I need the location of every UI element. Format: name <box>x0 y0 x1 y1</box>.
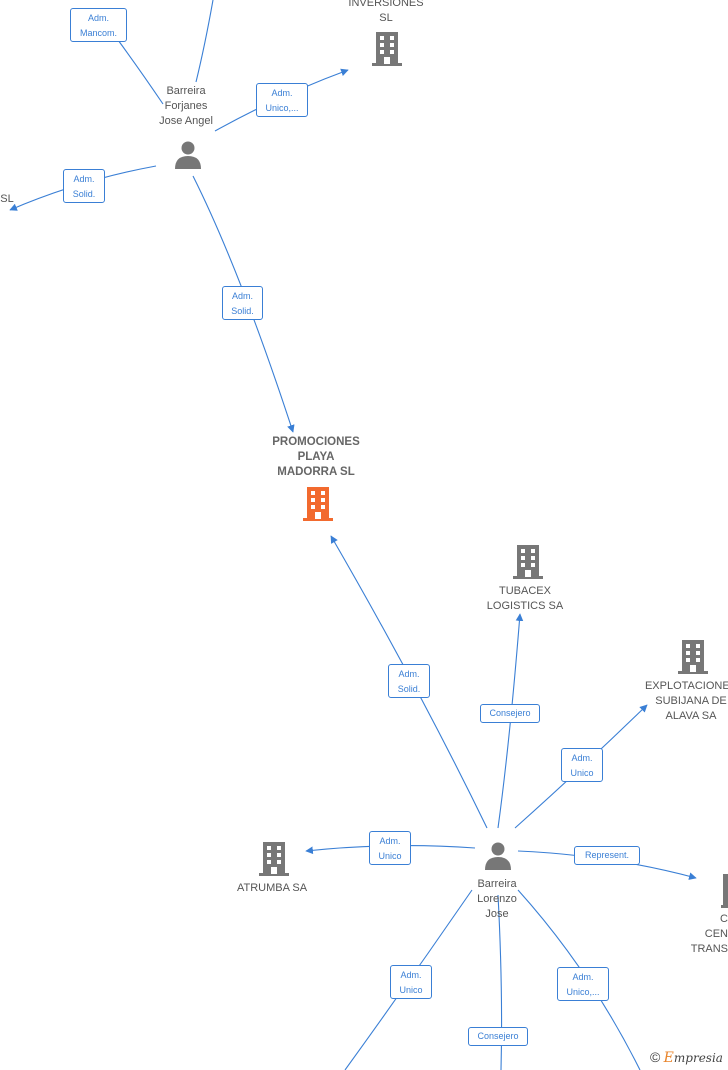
building-icon[interactable] <box>371 32 403 66</box>
relation-label-mancom[interactable]: Adm. Mancom. <box>70 8 127 42</box>
edge-lorenzo-tubacex <box>497 613 524 829</box>
node-explotaciones-label[interactable]: EXPLOTACIONES SUBIJANA DE ALAVA SA <box>644 680 728 722</box>
relation-label-unico-inv[interactable]: Adm. Unico,... <box>256 83 308 117</box>
brand-initial: E <box>663 1050 674 1066</box>
node-right-cut-label[interactable]: C CEN TRANS <box>690 913 728 955</box>
node-atrumba-label[interactable]: ATRUMBA SA <box>236 882 308 894</box>
brand-logo: © Empresia <box>650 1049 723 1066</box>
relation-label-solid-left[interactable]: Adm. Solid. <box>63 169 105 203</box>
node-promociones-label[interactable]: PROMOCIONES PLAYA MADORRA SL <box>272 436 360 478</box>
building-icon-focus[interactable] <box>302 487 334 521</box>
node-barreira-forjanes-label[interactable]: Barreira Forjanes Jose Angel <box>159 85 213 127</box>
node-left-cut-label[interactable]: SL <box>0 193 14 205</box>
building-icon[interactable] <box>716 874 728 908</box>
edge-forjanes-top <box>195 0 214 83</box>
building-icon[interactable] <box>677 640 709 674</box>
relation-label-unico-explot[interactable]: Adm. Unico <box>561 748 603 782</box>
relation-label-solid-promo-bottom[interactable]: Adm. Solid. <box>388 664 430 698</box>
person-icon[interactable] <box>483 841 513 871</box>
relation-label-represent[interactable]: Represent. <box>574 846 640 865</box>
node-inversiones-label[interactable]: INVERSIONES SL <box>348 0 424 24</box>
relation-label-unico-bottom-right[interactable]: Adm. Unico,... <box>557 967 609 1001</box>
edge-lorenzo-bottom <box>497 894 503 1070</box>
node-tubacex-label[interactable]: TUBACEX LOGISTICS SA <box>486 585 564 612</box>
brand-name: mpresia <box>673 1051 723 1065</box>
edge-forjanes-mancom <box>117 39 164 105</box>
relation-label-solid-promo-top[interactable]: Adm. Solid. <box>222 286 263 320</box>
node-barreira-lorenzo-label[interactable]: Barreira Lorenzo Jose <box>477 878 517 920</box>
person-icon[interactable] <box>173 140 203 170</box>
copyright-icon: © <box>650 1049 661 1065</box>
relation-label-unico-atrumba[interactable]: Adm. Unico <box>369 831 411 865</box>
relation-label-consejero-bottom[interactable]: Consejero <box>468 1027 528 1046</box>
building-icon[interactable] <box>512 545 544 579</box>
relation-label-unico-bottom-left[interactable]: Adm. Unico <box>390 965 432 999</box>
building-icon[interactable] <box>258 842 290 876</box>
relation-label-consejero-tubacex[interactable]: Consejero <box>480 704 540 723</box>
